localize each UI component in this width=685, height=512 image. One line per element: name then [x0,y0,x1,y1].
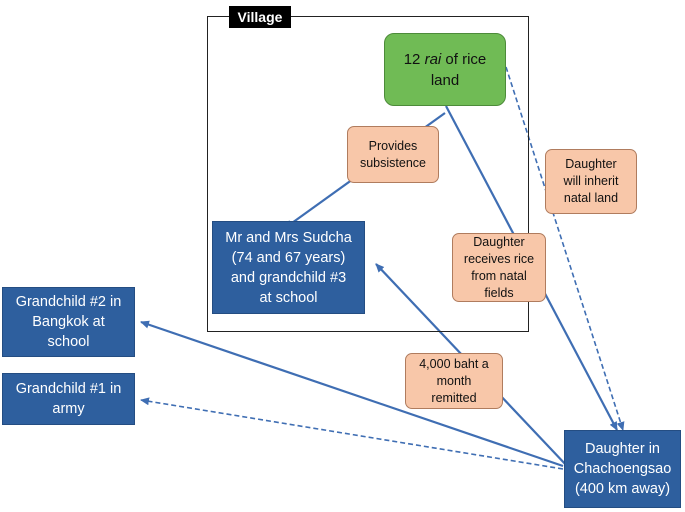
village-boundary [207,16,529,332]
label-remitted: 4,000 baht a month remitted [405,353,503,409]
grandchild-1-text: Grandchild #1 in army [15,381,122,417]
rice-land-unit: rai [424,50,442,68]
grandchild-2-node: Grandchild #2 in Bangkok at school [2,287,135,357]
rice-land-rest: of rice land [430,50,487,89]
rice-land-lead: 12 [403,50,425,68]
sudcha-household-node: Mr and Mrs Sudcha (74 and 67 years) and … [212,221,365,314]
label-receives-rice: Daughter receives rice from natal fields [452,233,546,302]
label-subsistence-text: Provides subsistence [359,138,426,170]
label-receives-rice-text: Daughter receives rice from natal fields [463,234,535,300]
label-inherit: Daughter will inherit natal land [545,149,637,214]
grandchild-2-text: Grandchild #2 in Bangkok at school [15,294,122,350]
daughter-node: Daughter in Chachoengsao (400 km away) [564,430,681,508]
arrow-to-grandchild2 [140,320,564,468]
arrow-to-grandchild1 [140,397,564,470]
label-remitted-text: 4,000 baht a month remitted [419,356,489,405]
grandchild-1-node: Grandchild #1 in army [2,373,135,425]
sudcha-household-text: Mr and Mrs Sudcha (74 and 67 years) and … [225,229,352,306]
rice-land-node: 12 rai of rice land [384,33,506,106]
daughter-text: Daughter in Chachoengsao (400 km away) [573,441,672,497]
village-label: Village [229,6,291,28]
label-subsistence: Provides subsistence [347,126,439,183]
label-inherit-text: Daughter will inherit natal land [563,157,619,205]
